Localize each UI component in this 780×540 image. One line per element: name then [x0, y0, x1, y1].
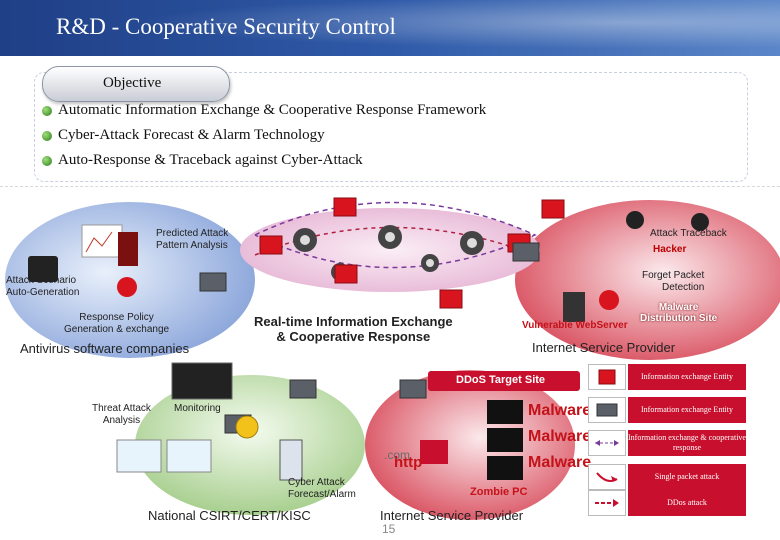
red-arrow-icon [588, 464, 626, 490]
monitoring-wall-icon [171, 362, 233, 400]
cyber-forecast-label: Cyber Attack Forecast/Alarm [288, 477, 356, 500]
predicted-attack-label: Predicted Attack Pattern Analysis [156, 228, 229, 251]
hacker-label: Hacker [653, 244, 687, 255]
malware-label: Malware [528, 402, 592, 419]
malware-devil-icon [599, 290, 619, 310]
realtime-exchange-label: Real-time Information Exchange & Coopera… [254, 314, 453, 344]
title-bar: R&D - Cooperative Security Control [0, 0, 780, 56]
malware-distribution-label: Malware Distribution Site [640, 302, 718, 324]
zombie-pc-icon [487, 400, 523, 424]
legend-row: Single packet attack [588, 464, 746, 490]
isp-bottom-label: Internet Service Provider [380, 508, 524, 523]
forget-packet-label: Forget Packet Detection [642, 270, 705, 293]
malware-label: Malware [528, 454, 592, 471]
objective-item: Auto-Response & Traceback against Cyber-… [58, 152, 363, 168]
alarm-icon [235, 415, 259, 439]
monitor-device-icon [28, 256, 58, 282]
objective-item: Cyber-Attack Forecast & Alarm Technology [58, 127, 325, 143]
national-label: National CSIRT/CERT/KISC [148, 508, 311, 523]
objective-label: Objective [103, 75, 162, 91]
title-bar-glow [0, 0, 780, 56]
analysis-chart-icon [81, 224, 138, 266]
legend-row: Information exchange Entity [588, 364, 746, 390]
national-region [135, 375, 365, 515]
ddos-target-label: DDoS Target Site [456, 374, 546, 386]
legend-text: Single packet attack [628, 464, 746, 490]
objective-item: Automatic Information Exchange & Coopera… [58, 102, 487, 118]
legend-row: DDos attack [588, 490, 746, 516]
ddos-target-banner [428, 371, 580, 391]
isp-top-label: Internet Service Provider [532, 340, 676, 355]
page-number: 15 [382, 522, 396, 536]
page-title: R&D - Cooperative Security Control [56, 14, 396, 39]
zombie-pc-label: Zombie PC [470, 486, 528, 498]
double-arrow-icon [588, 430, 626, 456]
server-icon [588, 397, 626, 423]
legend-text: DDos attack [628, 490, 746, 516]
monitoring-label: Monitoring [174, 403, 221, 414]
antivirus-label: Antivirus software companies [20, 341, 190, 356]
threat-pc-icon [116, 439, 162, 473]
ddos-arrow-icon [588, 490, 626, 516]
threat-attack-label: Threat Attack Analysis [92, 403, 151, 426]
legend-text: Information exchange Entity [628, 397, 746, 423]
hacker-icon [691, 213, 709, 231]
response-policy-label: Response Policy Generation & exchange [64, 312, 170, 335]
bullet-icon [42, 131, 52, 141]
legend: Information exchange Entity Information … [588, 364, 746, 522]
legend-row: Information exchange & cooperative respo… [588, 430, 746, 456]
zombie-pc-icon [487, 456, 523, 480]
red-cube-icon [259, 197, 565, 309]
zombie-pc-icon [487, 428, 523, 452]
attack-traceback-label: Attack Traceback [650, 228, 727, 239]
section-divider [0, 186, 780, 188]
ddos-burst-icon [420, 440, 448, 464]
attack-scenario-label: Attack Scenario Auto-Generation [6, 275, 80, 298]
bullet-icon [42, 156, 52, 166]
exchange-region [240, 208, 540, 292]
legend-text: Information exchange Entity [628, 364, 746, 390]
malware-devil-icon [117, 277, 137, 297]
vulnerable-webserver-label: Vulnerable WebServer [522, 320, 628, 331]
legend-row: Information exchange Entity [588, 397, 746, 423]
http-label: http [394, 454, 423, 471]
bullet-icon [42, 106, 52, 116]
hacker-icon [626, 211, 644, 229]
web-server-icon [563, 292, 585, 322]
objective-label-pill: Objective [42, 66, 230, 102]
mobile-device-icon [279, 439, 303, 481]
legend-text: Information exchange & cooperative respo… [628, 430, 746, 456]
threat-pc-icon [166, 439, 212, 473]
malware-label: Malware [528, 428, 592, 445]
red-cube-icon [588, 364, 626, 390]
com-label: .com [384, 448, 411, 462]
